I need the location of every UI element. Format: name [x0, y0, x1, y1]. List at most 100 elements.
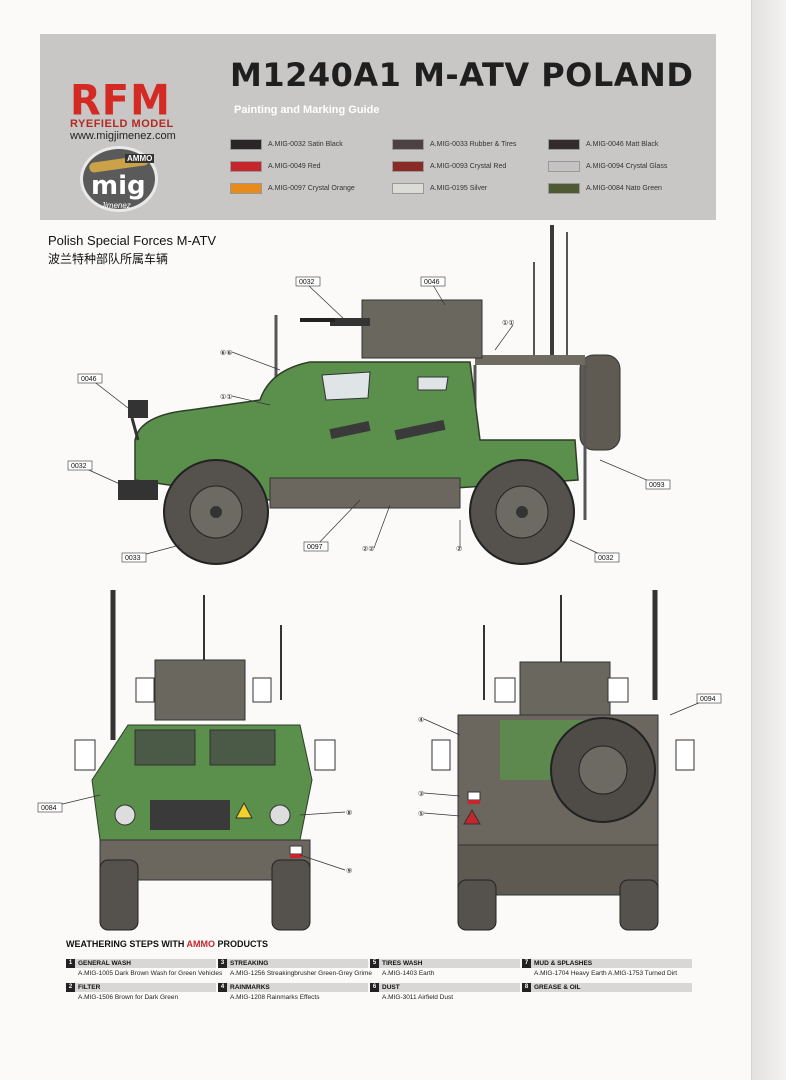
paint-swatch-row: A.MIG-0094 Crystal Glass: [548, 161, 667, 172]
callout-0094: 0094: [700, 696, 716, 703]
callout-0084: 0084: [41, 805, 57, 812]
header-banner: RFM RYEFIELD MODEL www.migjimenez.com AM…: [40, 34, 716, 220]
paint-code: A.MIG-0097: [268, 185, 306, 192]
callout-0097: 0097: [307, 544, 323, 551]
paint-name: Satin Black: [307, 141, 343, 148]
paint-name: Crystal Glass: [625, 163, 668, 170]
step-name: TIRES WASH: [382, 960, 423, 967]
callout-0046-top: 0046: [424, 279, 440, 286]
callout-11-a: ①①: [502, 319, 515, 327]
paint-swatch: [548, 139, 580, 150]
ammo-mig-logo: AMMO mig Jimenez: [80, 146, 158, 212]
callout-8: ⑧: [346, 809, 352, 817]
step-products: A.MIG-1704 Heavy Earth A.MIG-1753 Turned…: [534, 970, 678, 977]
section-title-english: Polish Special Forces M-ATV: [48, 233, 217, 248]
paint-swatch: [230, 183, 262, 194]
paint-swatch-row: A.MIG-0046 Matt Black: [548, 139, 658, 150]
paint-swatch: [230, 139, 262, 150]
step-number: 7: [522, 959, 531, 968]
callout-22: ②②: [362, 545, 375, 553]
callout-0093: 0093: [649, 482, 665, 489]
step-number: 1: [66, 959, 75, 968]
step-products: A.MIG-1506 Brown for Dark Green: [78, 994, 179, 1001]
step-name: FILTER: [78, 984, 101, 991]
callout-3: ③: [418, 790, 424, 798]
callout-boxes: [37, 276, 722, 813]
jimenez-label: Jimenez: [101, 201, 131, 210]
step-number: 2: [66, 983, 75, 992]
paint-name: Rubber & Tires: [469, 141, 517, 148]
page-title: M1240A1 M-ATV POLAND: [230, 56, 694, 94]
step-products: [522, 994, 692, 1004]
step-name: GREASE & OIL: [534, 984, 581, 991]
paint-swatch-row: A.MIG-0093 Crystal Red: [392, 161, 506, 172]
callout-9: ⑨: [346, 867, 352, 875]
weathering-title-suffix: PRODUCTS: [215, 939, 269, 949]
step-number: 3: [218, 959, 227, 968]
mig-label: mig: [91, 171, 146, 201]
side-view: [118, 225, 621, 565]
step-products: A.MIG-1208 Rainmarks Effects: [230, 994, 320, 1001]
paint-swatch: [548, 161, 580, 172]
paint-name: Red: [307, 163, 321, 170]
paint-swatch: [230, 161, 262, 172]
callout-0032-left: 0032: [71, 463, 87, 470]
step-products: A.MIG-1005 Dark Brown Wash for Green Veh…: [78, 970, 223, 977]
step-name: MUD & SPLASHES: [534, 960, 593, 967]
paint-code: A.MIG-0195: [430, 185, 468, 192]
step-name: GENERAL WASH: [78, 960, 131, 967]
paint-code: A.MIG-0032: [268, 141, 306, 148]
callout-0033-left: 0033: [125, 555, 141, 562]
paint-swatch-row: A.MIG-0033 Rubber & Tires: [392, 139, 516, 150]
step-name: RAINMARKS: [230, 984, 270, 991]
weathering-title-prefix: WEATHERING STEPS WITH: [66, 939, 187, 949]
step-products: A.MIG-3011 Airfield Dust: [382, 994, 454, 1001]
callout-0046-left: 0046: [81, 376, 97, 383]
callout-11-b: ①①: [220, 393, 233, 401]
rfm-logo: RFM: [70, 76, 171, 126]
callout-0032-top: 0032: [299, 279, 315, 286]
paint-name: Matt Black: [625, 141, 659, 148]
website-url: www.migjimenez.com: [70, 130, 176, 142]
step-number: 6: [370, 983, 379, 992]
weathering-title-brand: AMMO: [186, 939, 216, 949]
paint-code: A.MIG-0033: [430, 141, 468, 148]
paint-name: Crystal Red: [469, 163, 507, 170]
paint-code: A.MIG-0094: [586, 163, 624, 170]
paint-swatch: [548, 183, 580, 194]
weathering-title: WEATHERING STEPS WITH AMMO PRODUCTS: [66, 939, 268, 949]
step-number: 4: [218, 983, 227, 992]
callout-66: ⑥⑥: [220, 349, 233, 357]
page-edge: [752, 0, 786, 1080]
step-products: A.MIG-1403 Earth: [382, 970, 435, 977]
step-name: STREAKING: [230, 960, 269, 967]
page-subtitle: Painting and Marking Guide: [234, 104, 380, 116]
paint-name: Silver: [469, 185, 488, 192]
paint-code: A.MIG-0046: [586, 141, 624, 148]
paint-swatch: [392, 161, 424, 172]
paint-swatch-row: A.MIG-0032 Satin Black: [230, 139, 343, 150]
paint-name: Nato Green: [625, 185, 662, 192]
rear-view: [431, 590, 695, 931]
ammo-label: AMMO: [125, 154, 155, 163]
callout-5: ⑤: [418, 810, 424, 818]
paint-name: Crystal Orange: [307, 185, 355, 192]
step-products: A.MIG-1256 Streakingbrusher Green-Grey G…: [230, 970, 372, 977]
paint-swatch: [392, 183, 424, 194]
callout-2: ②: [456, 545, 462, 553]
paint-swatch-row: A.MIG-0097 Crystal Orange: [230, 183, 355, 194]
callout-4: ④: [418, 716, 424, 724]
step-name: DUST: [382, 984, 400, 991]
paint-swatch-row: A.MIG-0049 Red: [230, 161, 321, 172]
